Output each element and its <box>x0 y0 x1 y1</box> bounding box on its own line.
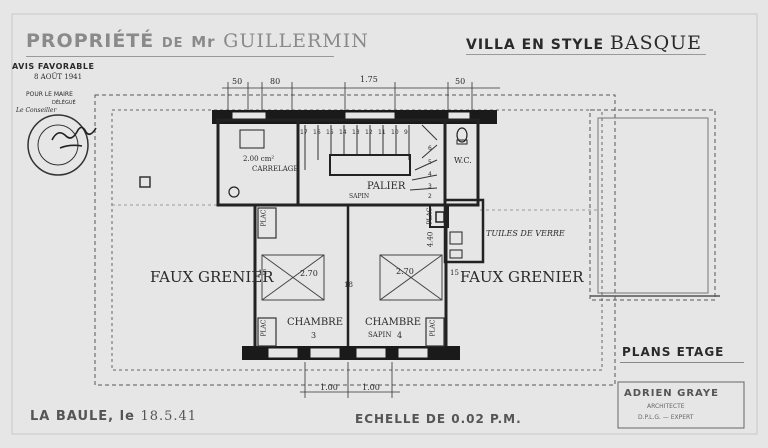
footer-scale: ECHELLE DE 0.02 P.M. <box>355 412 522 426</box>
room-palier: PALIER <box>367 181 406 192</box>
project-label: VILLA EN STYLE BASQUE <box>466 34 702 53</box>
room-palier-sapin: SAPIN <box>349 193 370 200</box>
room-wc: W.C. <box>454 156 472 165</box>
room-placard-2: PLAC <box>260 319 268 337</box>
dim-18: 18 <box>344 281 353 289</box>
footer-date: 18.5.41 <box>140 409 198 424</box>
svg-text:4: 4 <box>428 171 432 178</box>
svg-text:5: 5 <box>428 159 432 166</box>
svg-text:15: 15 <box>326 129 334 136</box>
owner-label: PROPRIÉTÉ DE Mr GUILLERMIN <box>26 32 369 51</box>
room-cabinet-area: 2.00 cm² <box>243 155 275 163</box>
room-placard-4: PLAC <box>426 207 434 225</box>
svg-text:12: 12 <box>365 129 373 136</box>
architect-subtitle: D.P.L.G. — EXPERT <box>638 414 694 421</box>
architect-box <box>617 381 745 429</box>
dim-bottom-2: 1.00 <box>362 383 380 392</box>
room-chambre-right-no: 4 <box>397 331 403 340</box>
dim-top-3: 1.75 <box>360 75 378 84</box>
svg-text:2: 2 <box>428 193 432 200</box>
dim-top-2: 80 <box>270 77 281 86</box>
svg-text:3: 3 <box>428 183 432 190</box>
dim-top-1: 50 <box>232 77 243 86</box>
signature <box>51 126 97 149</box>
dim-bottom-1: 1.00 <box>320 383 338 392</box>
room-chambre-left: CHAMBRE <box>287 317 344 328</box>
stamp-conseiller: Le Conseiller <box>16 107 57 114</box>
svg-text:11: 11 <box>378 129 386 136</box>
architect-name: ADRIEN GRAYE <box>624 388 719 399</box>
dim-top-4: 50 <box>455 77 466 86</box>
dim-height: 4.40 <box>426 231 435 248</box>
dim-chambre-left: 2.70 <box>300 269 318 278</box>
svg-text:13: 13 <box>352 129 360 136</box>
footer-place: LA BAULE, le <box>30 409 135 424</box>
room-grenier-left: FAUX GRENIER <box>150 268 274 286</box>
room-grenier-right: FAUX GRENIER <box>460 268 584 286</box>
dim-chambre-right: 2.70 <box>396 267 414 276</box>
room-placard-3: PLAC <box>429 319 437 337</box>
svg-text:14: 14 <box>339 129 347 136</box>
footer-place-date: LA BAULE, le 18.5.41 <box>30 410 197 423</box>
dim-15-right: 15 <box>450 269 459 277</box>
annex-outline <box>589 109 716 301</box>
plan-title: PLANS ETAGE <box>622 345 725 359</box>
room-chambre-left-no: 3 <box>311 331 317 340</box>
project-prefix: VILLA EN STYLE <box>466 37 605 53</box>
svg-text:9: 9 <box>404 129 408 136</box>
svg-text:10: 10 <box>391 129 399 136</box>
project-underline <box>466 54 706 55</box>
owner-prefix: PROPRIÉTÉ <box>26 30 155 52</box>
svg-text:16: 16 <box>313 129 321 136</box>
room-tuiles: TUILES DE VERRE <box>486 229 565 238</box>
plan-title-underline <box>620 362 744 363</box>
architect-title: ARCHITECTE <box>647 403 685 410</box>
project-style: BASQUE <box>609 32 703 54</box>
room-chambre-right: CHAMBRE <box>365 317 422 328</box>
svg-text:6: 6 <box>428 145 432 152</box>
room-placard-1: PLAC <box>260 209 268 227</box>
room-carrelage: CARRELAGE <box>252 165 299 173</box>
roof-outline-inner <box>111 109 603 371</box>
stamp-maire: POUR LE MAIRE <box>26 91 73 98</box>
roof-outline <box>94 94 616 386</box>
stamp-avis: AVIS FAVORABLE <box>12 62 95 71</box>
svg-text:17: 17 <box>300 129 308 136</box>
owner-underline <box>26 56 334 57</box>
staircase <box>304 124 438 191</box>
owner-de: DE <box>161 36 184 51</box>
dim-15-left: 15 <box>258 269 267 277</box>
room-chambre-right-sapin: SAPIN <box>368 331 392 339</box>
stamp-date: 8 AOÛT 1941 <box>34 73 83 81</box>
owner-title: Mr <box>191 33 216 51</box>
stamp-delegue: DÉLÉGUÉ <box>52 100 76 106</box>
owner-name: GUILLERMIN <box>223 30 369 52</box>
